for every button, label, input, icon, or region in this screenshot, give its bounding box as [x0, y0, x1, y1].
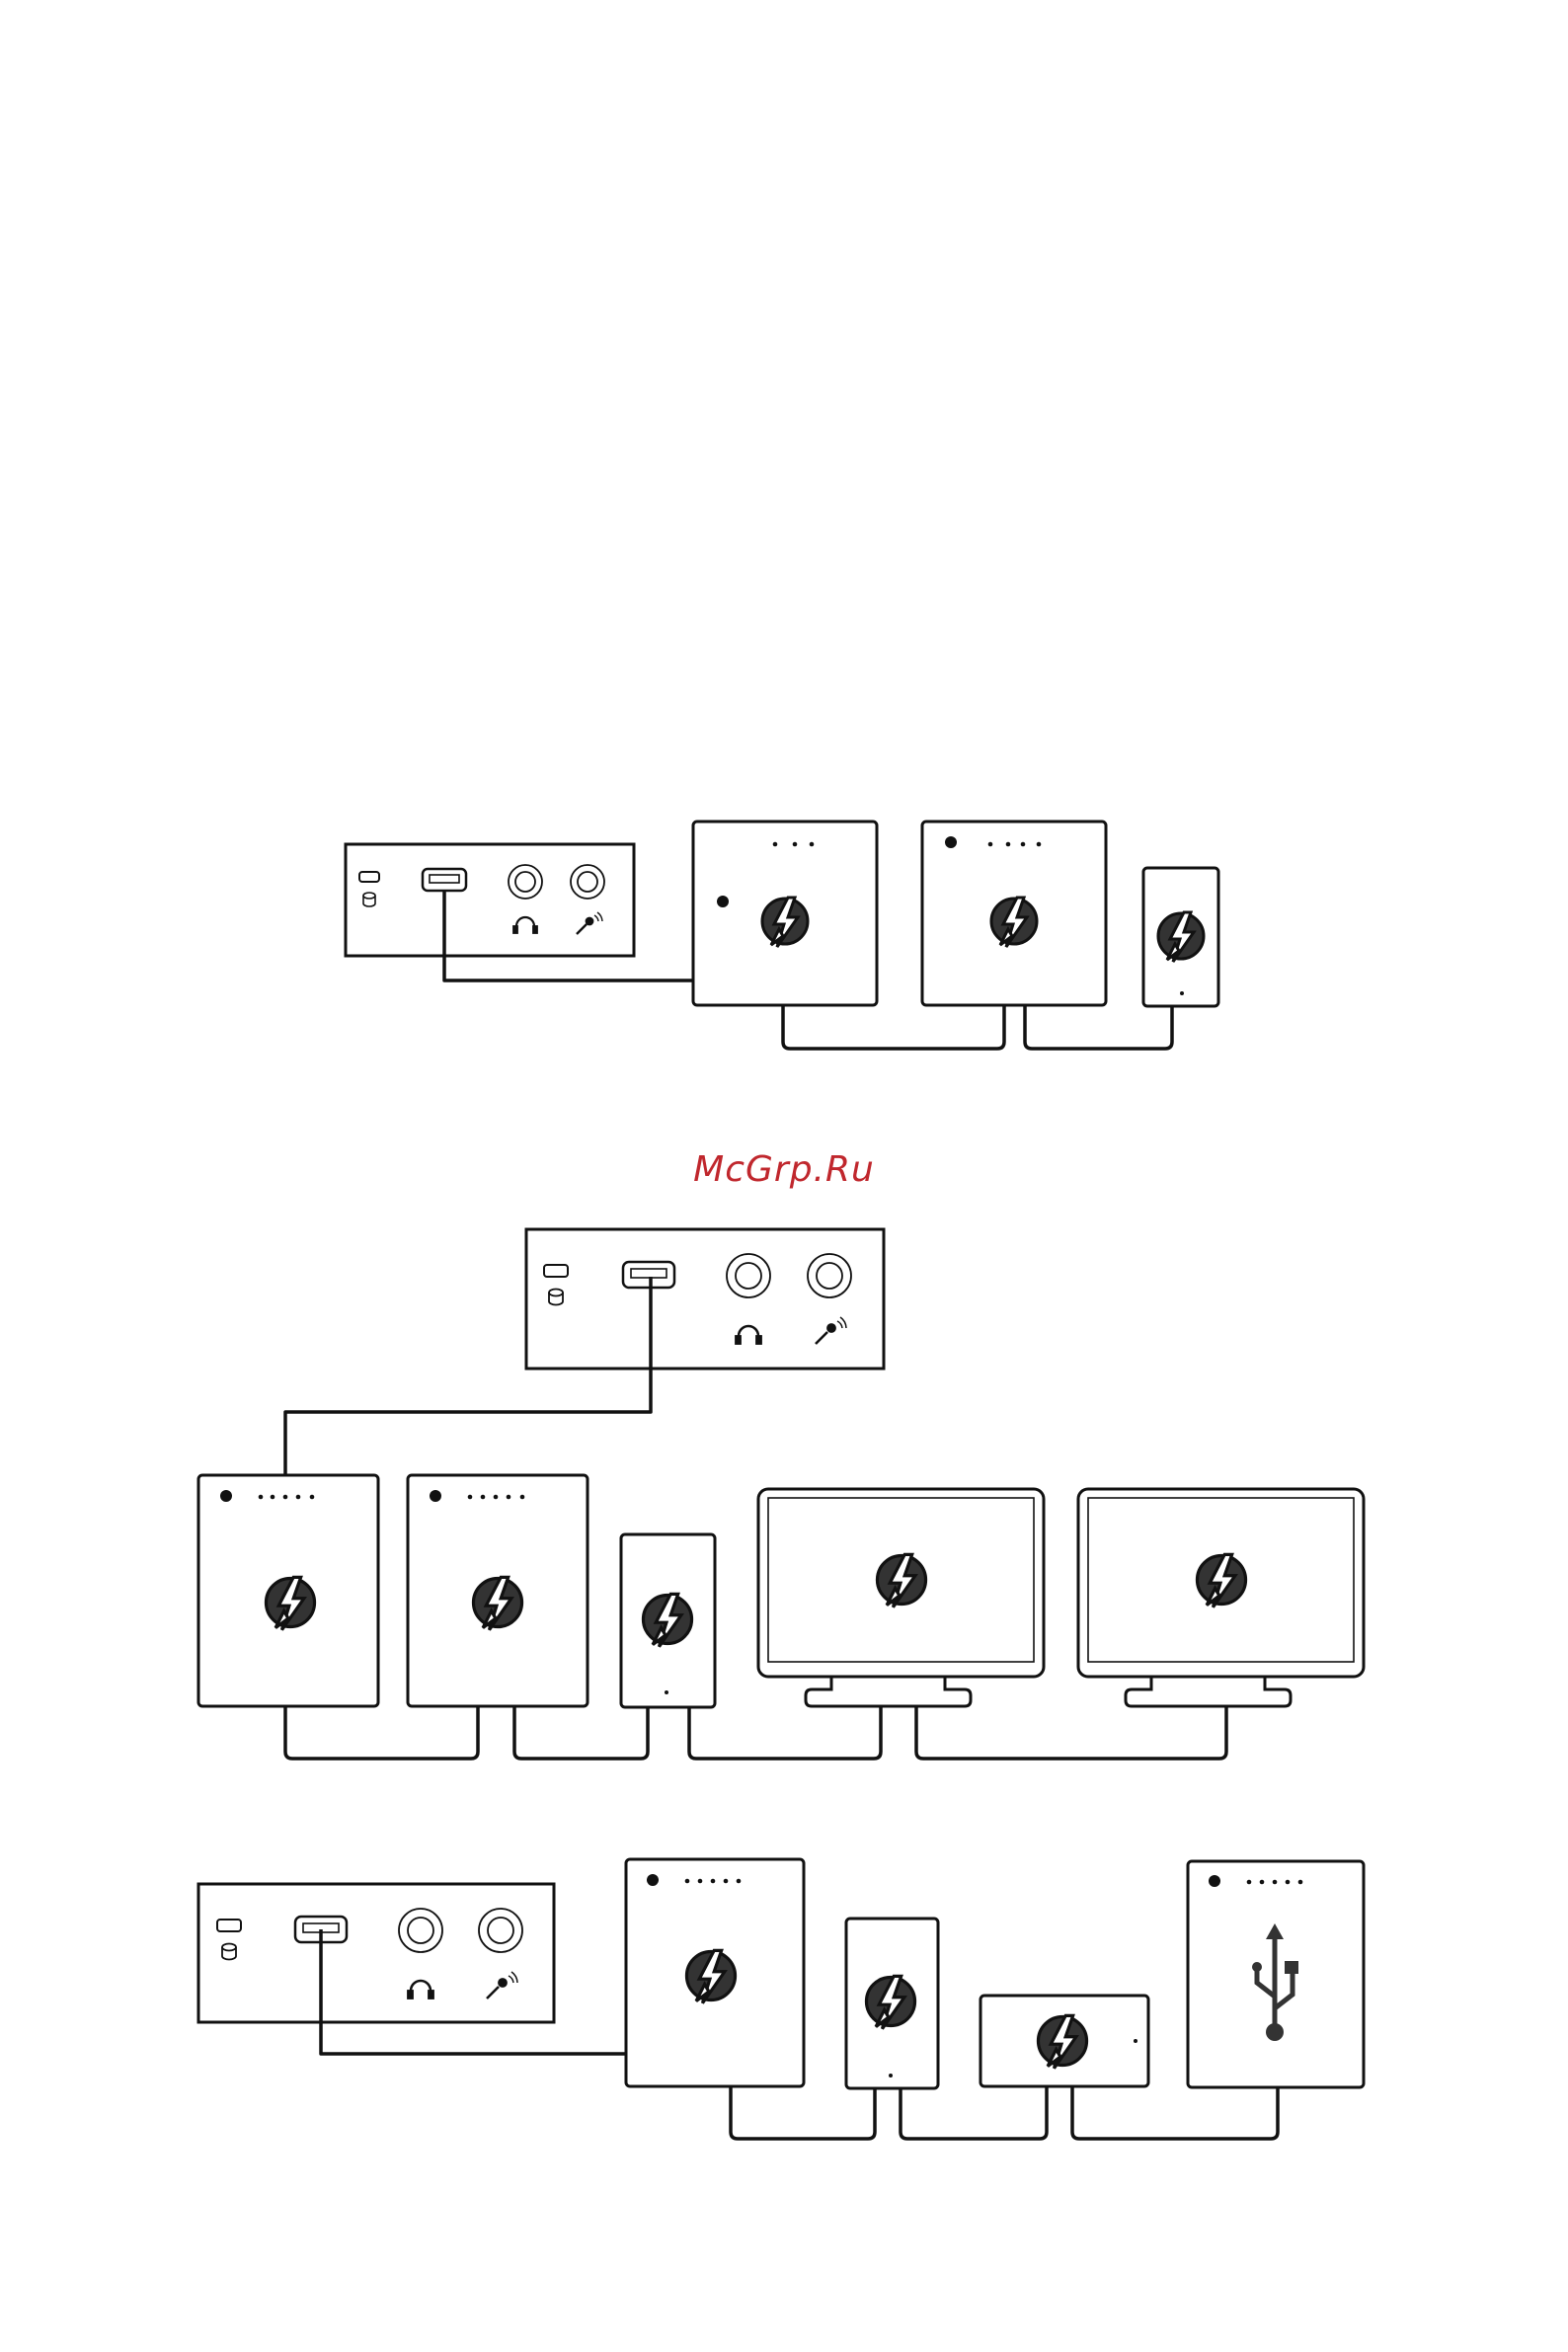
diagram-3	[198, 1859, 1364, 2139]
usb-hub	[1188, 1861, 1364, 2087]
diagram-2	[198, 1229, 1364, 1759]
storage-box	[626, 1859, 804, 2086]
diagram-1	[346, 822, 1218, 1049]
portable-drive	[846, 1919, 938, 2088]
power-icon	[717, 896, 729, 907]
front-panel	[346, 844, 634, 956]
watermark: McGrp.Ru	[0, 1149, 1568, 1190]
front-panel	[526, 1229, 884, 1369]
portable-drive	[1143, 868, 1218, 1006]
power-icon	[647, 1874, 659, 1886]
monitor	[758, 1489, 1044, 1706]
portable-drive	[621, 1534, 715, 1707]
monitor	[1078, 1489, 1364, 1706]
storage-box	[408, 1475, 588, 1706]
power-icon	[945, 836, 957, 848]
storage-box	[922, 822, 1106, 1005]
dock	[980, 1996, 1148, 2086]
power-icon	[430, 1490, 441, 1502]
power-icon	[220, 1490, 232, 1502]
storage-box	[693, 822, 877, 1005]
front-panel	[198, 1884, 554, 2022]
power-icon	[1209, 1875, 1220, 1887]
storage-box	[198, 1475, 378, 1706]
